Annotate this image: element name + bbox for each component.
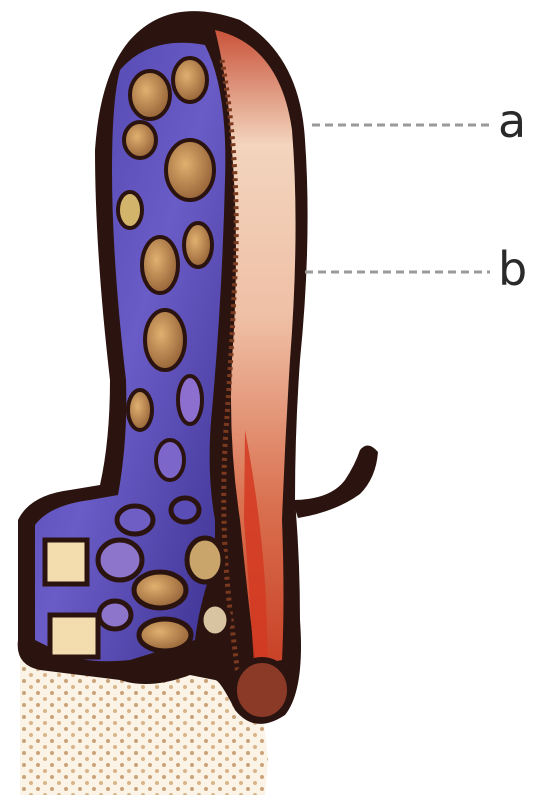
basal-bulb <box>234 660 290 720</box>
callout-label-b: b <box>498 246 527 292</box>
hooked-appendage <box>292 445 378 518</box>
callout-label-a: a <box>498 98 526 144</box>
